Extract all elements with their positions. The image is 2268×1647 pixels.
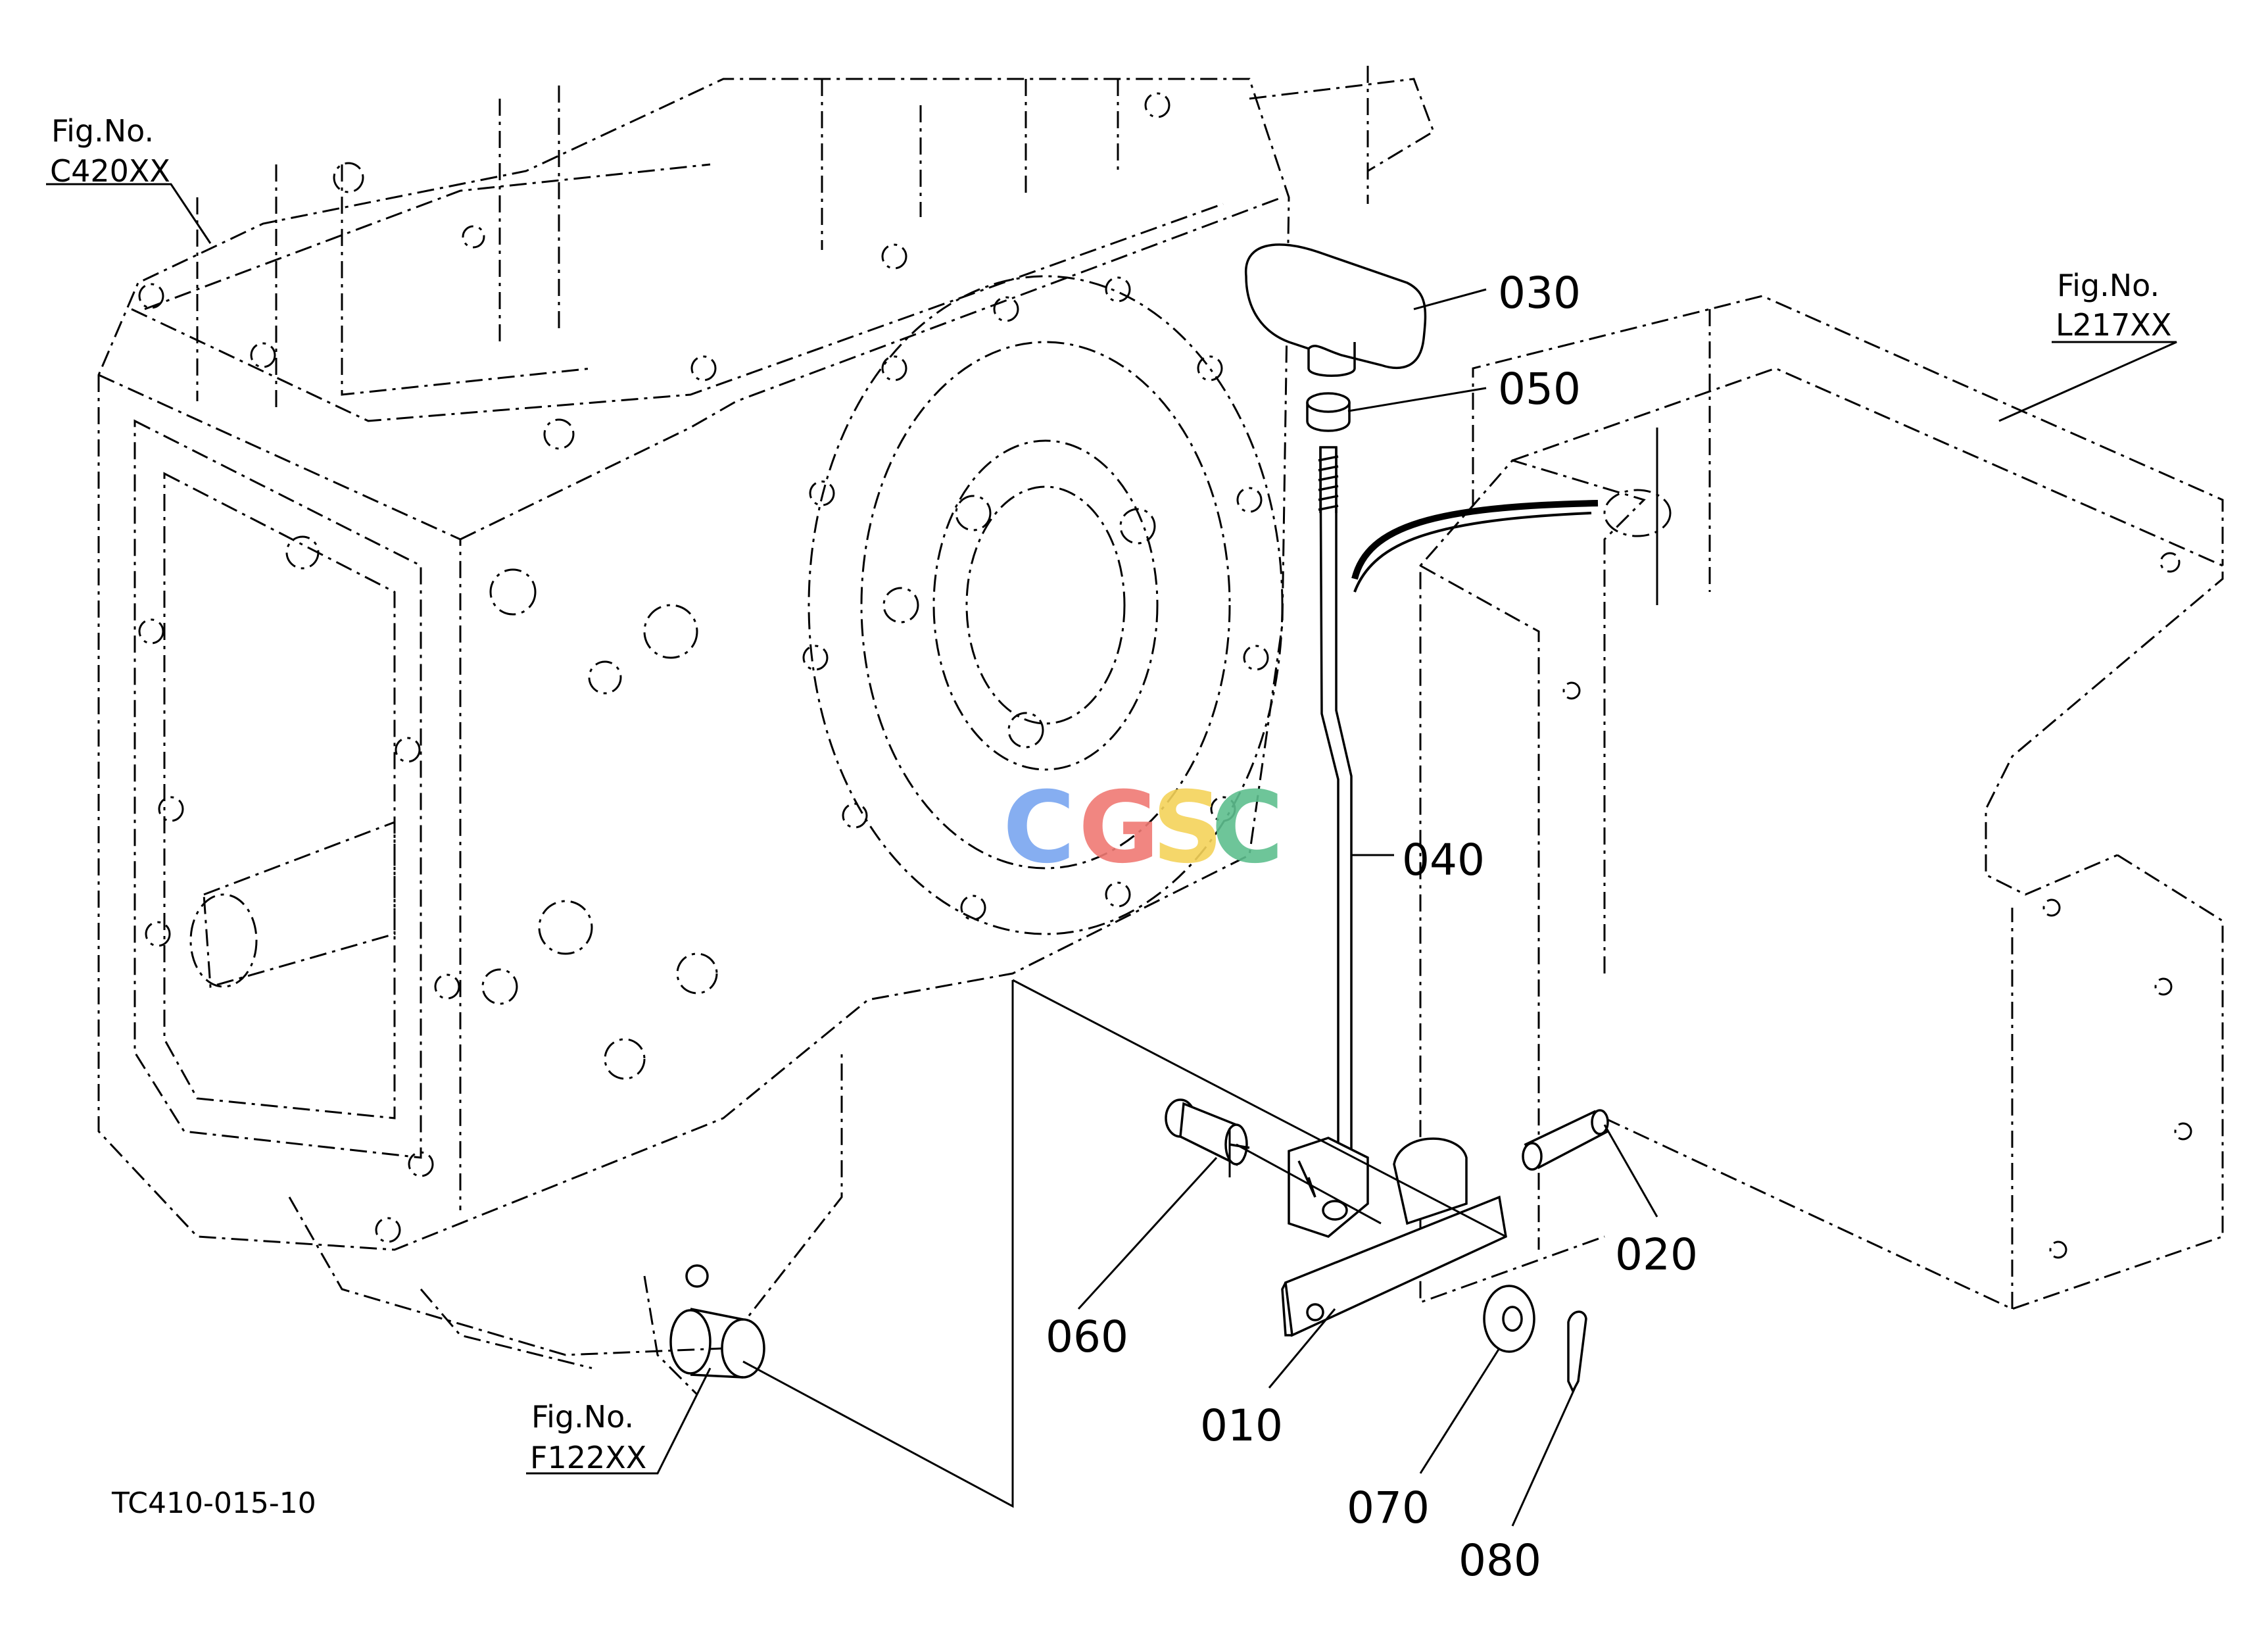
knob-030 xyxy=(1245,243,1427,370)
nut-050 xyxy=(1306,392,1351,432)
pin-020 xyxy=(1522,1109,1610,1171)
callout-010[interactable]: 010 xyxy=(1200,1400,1283,1451)
transmission-case xyxy=(97,66,1435,1396)
fig-ref-c420-title: Fig.No. xyxy=(51,113,154,149)
callout-040[interactable]: 040 xyxy=(1402,835,1485,885)
reference-lines xyxy=(742,428,1658,1508)
callout-070[interactable]: 070 xyxy=(1347,1483,1430,1533)
fig-ref-l217-number: L217XX xyxy=(2056,307,2171,343)
fig-ref-l217[interactable]: Fig.No. L217XX xyxy=(2056,268,2171,343)
washer-070 xyxy=(1483,1285,1535,1353)
cotter-pin-080 xyxy=(1567,1310,1587,1394)
watermark-letter-2: G xyxy=(1078,771,1159,885)
clevis-pin-060 xyxy=(1165,1098,1250,1166)
fig-ref-c420-number: C420XX xyxy=(50,153,170,189)
watermark-logo: C G S C xyxy=(1003,771,1284,885)
leader-lines xyxy=(46,183,2177,1527)
fig-ref-f122[interactable]: Fig.No. F122XX xyxy=(530,1399,646,1475)
shift-rod-assembly xyxy=(1165,243,1610,1394)
fig-ref-f122-number: F122XX xyxy=(530,1440,646,1475)
watermark-letter-1: C xyxy=(1003,771,1075,885)
callout-030[interactable]: 030 xyxy=(1498,268,1581,318)
fig-ref-f122-title: Fig.No. xyxy=(531,1399,634,1435)
callout-060[interactable]: 060 xyxy=(1046,1312,1128,1362)
callout-020[interactable]: 020 xyxy=(1615,1229,1698,1280)
watermark-letter-3: S xyxy=(1152,771,1223,885)
watermark-letter-4: C xyxy=(1211,771,1284,885)
fig-ref-c420[interactable]: Fig.No. C420XX xyxy=(50,113,170,189)
callout-080[interactable]: 080 xyxy=(1459,1535,1541,1586)
callout-050[interactable]: 050 xyxy=(1498,364,1581,414)
rod-040 xyxy=(1319,446,1353,1152)
figure-code: TC410-015-10 xyxy=(111,1487,316,1520)
rear-housing xyxy=(1351,295,2224,1310)
fig-ref-l217-title: Fig.No. xyxy=(2057,268,2159,303)
